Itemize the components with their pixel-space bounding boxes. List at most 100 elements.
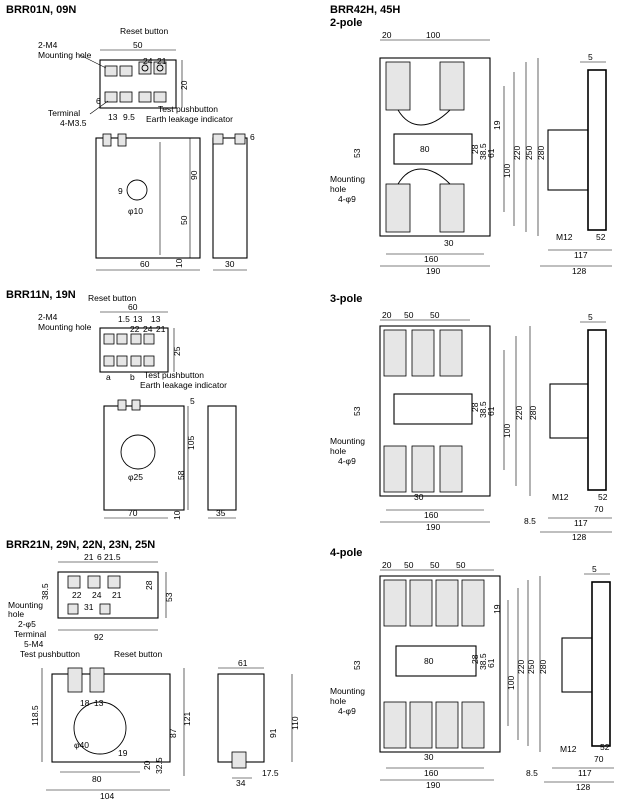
dim-text: 220 bbox=[512, 146, 522, 160]
dim-text: 53 bbox=[352, 406, 362, 416]
dim-text: 5 bbox=[592, 564, 597, 574]
dim-text: 1.5 bbox=[118, 314, 130, 324]
label-test-pushbutton: Test pushbutton bbox=[144, 370, 204, 380]
dim-text: 92 bbox=[94, 632, 104, 642]
dim-text: 70 bbox=[128, 508, 138, 518]
dim-text: 280 bbox=[528, 406, 538, 420]
dim-text: 50 bbox=[179, 215, 189, 225]
dim-text: 38.5 bbox=[478, 653, 488, 670]
dim-text: 30 bbox=[424, 752, 434, 762]
dim-text: 91 bbox=[268, 728, 278, 738]
dim-text: 19 bbox=[492, 120, 502, 130]
dim-text: 6 bbox=[97, 552, 102, 562]
label-terminal-size: 5-M4 bbox=[24, 639, 44, 649]
dim-text: 28 bbox=[470, 144, 480, 154]
label-mount-hole: Mounting hole bbox=[38, 322, 92, 332]
label-earth-leakage: Earth leakage indicator bbox=[140, 380, 227, 390]
dim-text: 20 bbox=[382, 310, 392, 320]
brr11-window bbox=[120, 434, 156, 470]
dim-text: 100 bbox=[502, 424, 512, 438]
dim-text: 38.5 bbox=[478, 401, 488, 418]
dim-text: 5 bbox=[588, 312, 593, 322]
brr42-side-plate bbox=[587, 69, 607, 231]
label-earth-leakage: Earth leakage indicator bbox=[146, 114, 233, 124]
dim-text: 160 bbox=[424, 254, 438, 264]
dim-text: 100 bbox=[506, 676, 516, 690]
brr01-terminals bbox=[104, 61, 167, 103]
label-m12: M12 bbox=[552, 492, 569, 502]
dim-text: 117 bbox=[574, 518, 588, 528]
dim-text: 160 bbox=[424, 510, 438, 520]
dim-text: 220 bbox=[514, 406, 524, 420]
label-mount: Mounting bbox=[330, 686, 365, 696]
section-title: BRR42H, 45H bbox=[330, 4, 400, 16]
dim-text: 28 bbox=[470, 654, 480, 664]
dim-text: 28 bbox=[470, 402, 480, 412]
label-phi: φ40 bbox=[74, 740, 89, 750]
section-brr42-2pole: BRR42H, 45H 2-pole 20 100 80 53 28 38.5 … bbox=[330, 4, 612, 276]
dim-text: 30 bbox=[414, 492, 424, 502]
dim-text: 22 bbox=[130, 324, 140, 334]
dim-text: 24 bbox=[143, 56, 153, 66]
dim-text: 100 bbox=[502, 164, 512, 178]
dim-text: 60 bbox=[140, 259, 150, 269]
dim-text: 20 bbox=[142, 760, 152, 770]
brr01-window bbox=[126, 179, 148, 201]
dim-text: 13 bbox=[133, 314, 143, 324]
dim-text: 20 bbox=[382, 30, 392, 40]
dim-text: 110 bbox=[290, 716, 300, 730]
section-title: BRR01N, 09N bbox=[6, 4, 76, 16]
brr11-side-view bbox=[207, 405, 237, 511]
dim-text: 50 bbox=[456, 560, 466, 570]
dim-text: 20 bbox=[179, 80, 189, 90]
dim-text: 24 bbox=[143, 324, 153, 334]
dim-text: 250 bbox=[524, 146, 534, 160]
dim-text: 6 bbox=[250, 132, 255, 142]
dim-text: 25 bbox=[172, 346, 182, 356]
label-mount: Mounting bbox=[330, 436, 365, 446]
dim-text: 128 bbox=[572, 266, 586, 276]
dim-text: 53 bbox=[164, 592, 174, 602]
dim-text: 38.5 bbox=[478, 143, 488, 160]
dim-text: 80 bbox=[424, 656, 434, 666]
label-mount: Mounting bbox=[8, 600, 43, 610]
label-phi: φ25 bbox=[128, 472, 143, 482]
brr01-front-view bbox=[95, 137, 201, 259]
dim-text: 190 bbox=[426, 780, 440, 790]
dim-text: 34 bbox=[236, 778, 246, 788]
dim-text: 6 bbox=[96, 96, 101, 106]
label-mount-size: 2-φ5 bbox=[18, 619, 36, 629]
dim-text: 280 bbox=[538, 660, 548, 674]
dim-text: 121 bbox=[182, 712, 192, 726]
brr21-window bbox=[73, 701, 127, 755]
label-reset-button: Reset button bbox=[120, 26, 168, 36]
dim-text: 21 bbox=[112, 590, 122, 600]
label-mount-hole: hole bbox=[8, 609, 24, 619]
dim-text: 61 bbox=[486, 148, 496, 158]
dim-text: 9 bbox=[118, 186, 123, 196]
dim-text: 13 bbox=[151, 314, 161, 324]
pole4-side-body bbox=[561, 637, 593, 693]
dim-text: 22 bbox=[72, 590, 82, 600]
dim-text: 5 bbox=[190, 396, 195, 406]
label-mount: 2-M4 bbox=[38, 40, 58, 50]
label-phi: φ10 bbox=[128, 206, 143, 216]
dim-text: 250 bbox=[526, 660, 536, 674]
section-title: 3-pole bbox=[330, 293, 362, 305]
dim-text: 50 bbox=[430, 310, 440, 320]
dim-text: 28 bbox=[144, 580, 154, 590]
label-mount-hole: hole bbox=[330, 446, 346, 456]
dim-text: 61 bbox=[486, 658, 496, 668]
label-test-pushbutton: Test pushbutton bbox=[158, 104, 218, 114]
dim-text: 117 bbox=[574, 250, 588, 260]
dim-text: 19 bbox=[492, 604, 502, 614]
dim-text: 87 bbox=[168, 728, 178, 738]
dim-text: 50 bbox=[430, 560, 440, 570]
label-terminal: Terminal bbox=[14, 629, 46, 639]
dim-text: 105 bbox=[186, 436, 196, 450]
label-terminal-size: 4-M3.5 bbox=[60, 118, 87, 128]
brr11-front-view bbox=[103, 405, 185, 511]
dim-text: 5 bbox=[588, 52, 593, 62]
section-brr11: BRR11N, 19N 60 1.5 13 13 22 24 21 25 Res… bbox=[6, 289, 237, 520]
dim-text: 21 bbox=[156, 324, 166, 334]
